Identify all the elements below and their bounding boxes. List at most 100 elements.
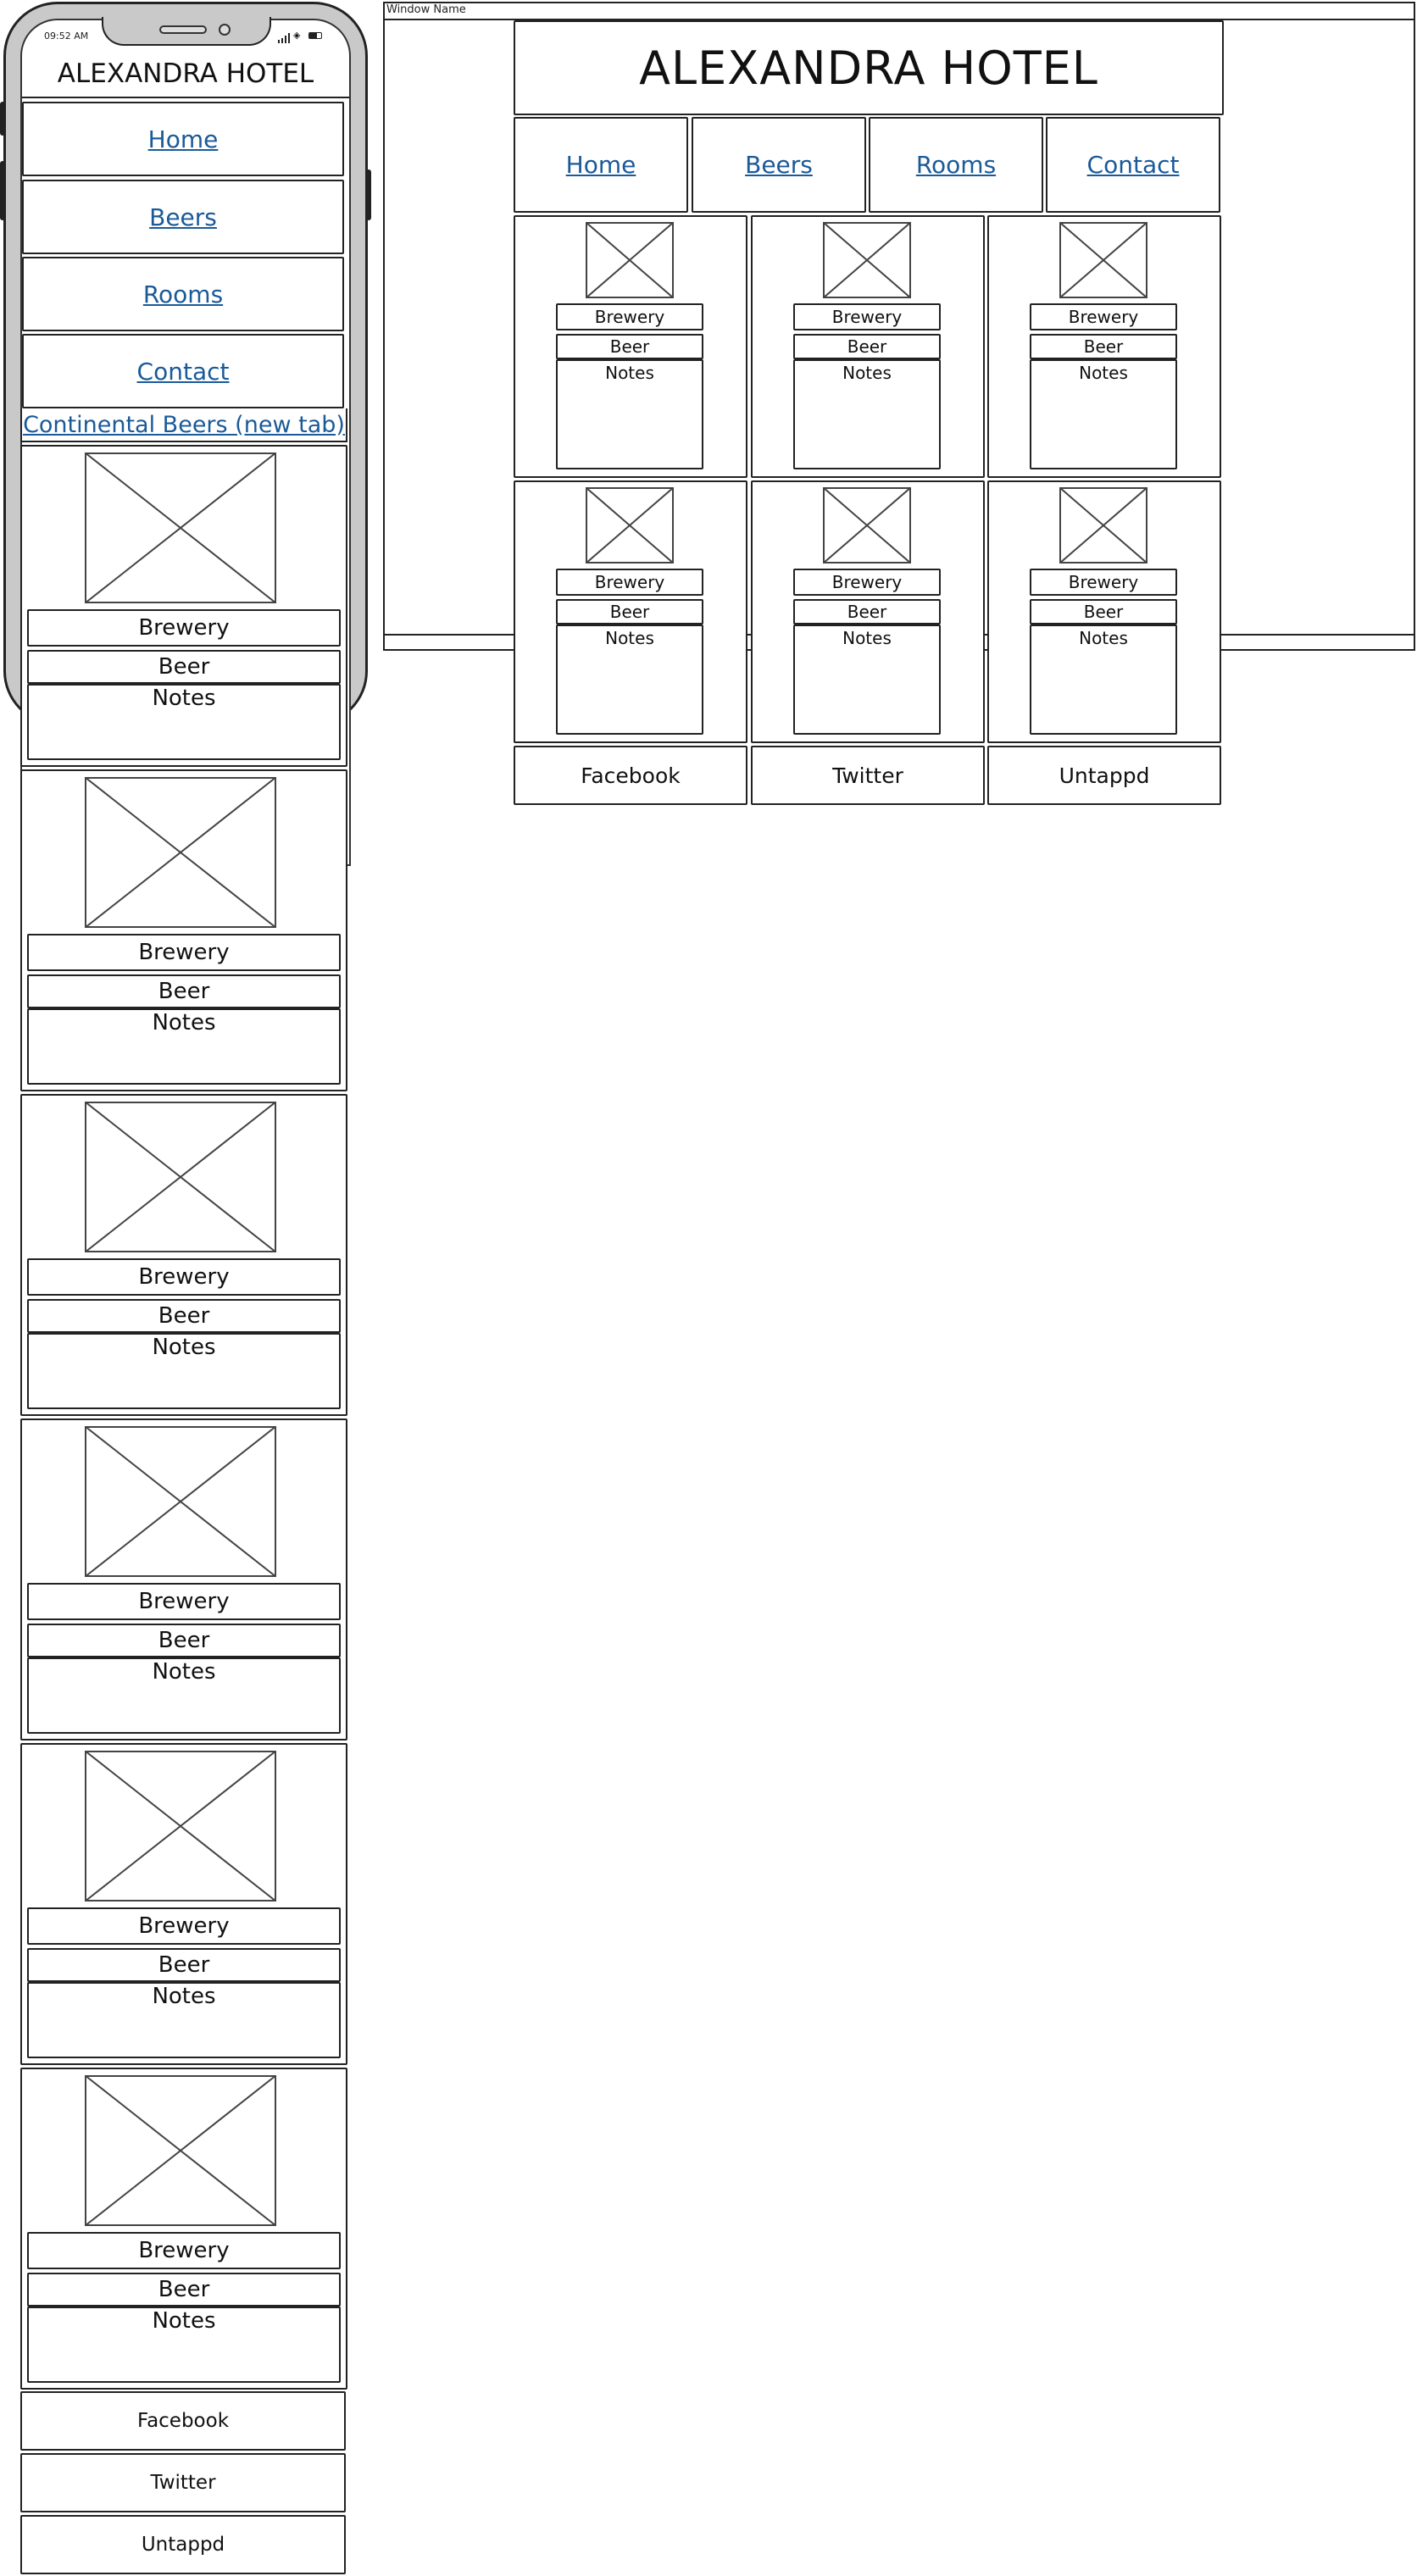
brewery-field: Brewery bbox=[27, 934, 341, 971]
notes-field: Notes bbox=[27, 1982, 341, 2058]
external-beers-link[interactable]: Continental Beers (new tab) bbox=[20, 408, 347, 442]
footer-untappd-link[interactable]: Untappd bbox=[20, 2515, 346, 2574]
nav-home[interactable]: Home bbox=[22, 102, 344, 176]
image-placeholder bbox=[1059, 486, 1148, 564]
image-placeholder-icon bbox=[84, 1425, 277, 1578]
notes-label: Notes bbox=[152, 1984, 216, 2009]
image-placeholder-icon bbox=[585, 221, 675, 299]
notes-label: Notes bbox=[152, 686, 216, 711]
desktop-footer-untappd-link[interactable]: Untappd bbox=[987, 746, 1221, 805]
phone-side-button bbox=[0, 161, 5, 220]
image-placeholder bbox=[84, 1101, 277, 1253]
notes-field: Notes bbox=[1030, 359, 1177, 469]
image-placeholder-icon bbox=[84, 452, 277, 604]
image-placeholder bbox=[84, 1425, 277, 1578]
wifi-icon: ◈ bbox=[293, 30, 301, 41]
brewery-field: Brewery bbox=[793, 303, 941, 330]
brewery-field: Brewery bbox=[27, 1907, 341, 1945]
notes-label: Notes bbox=[842, 363, 892, 383]
notes-field: Notes bbox=[27, 1333, 341, 1409]
beer-field: Beer bbox=[27, 1624, 341, 1657]
notes-field: Notes bbox=[556, 625, 703, 735]
nav-beers[interactable]: Beers bbox=[22, 180, 344, 254]
desktop-footer-facebook-link[interactable]: Facebook bbox=[514, 746, 747, 805]
notes-label: Notes bbox=[605, 363, 654, 383]
notes-label: Notes bbox=[605, 628, 654, 648]
beer-field: Beer bbox=[27, 2273, 341, 2307]
notes-label: Notes bbox=[152, 1659, 216, 1685]
beer-field: Beer bbox=[27, 650, 341, 684]
phone-speaker bbox=[159, 25, 207, 34]
image-placeholder bbox=[822, 486, 912, 564]
brewery-field: Brewery bbox=[27, 1583, 341, 1620]
nav-contact[interactable]: Contact bbox=[22, 334, 344, 408]
signal-icon bbox=[278, 31, 292, 43]
desktop-nav-home[interactable]: Home bbox=[514, 117, 688, 213]
image-placeholder bbox=[84, 776, 277, 929]
beer-field: Beer bbox=[556, 599, 703, 625]
image-placeholder-icon bbox=[84, 776, 277, 929]
beer-field: Beer bbox=[793, 334, 941, 359]
desktop-nav-beers[interactable]: Beers bbox=[692, 117, 866, 213]
image-placeholder bbox=[84, 2074, 277, 2227]
notes-field: Notes bbox=[27, 1008, 341, 1085]
desktop-footer-twitter-link[interactable]: Twitter bbox=[751, 746, 985, 805]
notes-field: Notes bbox=[27, 1657, 341, 1734]
window-title: Window Name bbox=[386, 3, 466, 16]
nav-rooms[interactable]: Rooms bbox=[22, 257, 344, 331]
image-placeholder-icon bbox=[585, 486, 675, 564]
beer-field: Beer bbox=[1030, 599, 1177, 625]
notes-field: Notes bbox=[793, 625, 941, 735]
brewery-field: Brewery bbox=[793, 569, 941, 596]
image-placeholder bbox=[1059, 221, 1148, 299]
image-placeholder-icon bbox=[822, 486, 912, 564]
desktop-nav-rooms[interactable]: Rooms bbox=[869, 117, 1043, 213]
brewery-field: Brewery bbox=[556, 569, 703, 596]
notes-field: Notes bbox=[27, 684, 341, 760]
image-placeholder-icon bbox=[84, 2074, 277, 2227]
site-title: ALEXANDRA HOTEL bbox=[22, 51, 349, 98]
phone-camera bbox=[219, 24, 231, 36]
footer-facebook-link[interactable]: Facebook bbox=[20, 2391, 346, 2451]
notes-field: Notes bbox=[1030, 625, 1177, 735]
phone-side-button bbox=[0, 102, 5, 136]
beer-field: Beer bbox=[27, 1299, 341, 1333]
beer-field: Beer bbox=[1030, 334, 1177, 359]
brewery-field: Brewery bbox=[1030, 569, 1177, 596]
image-placeholder-icon bbox=[822, 221, 912, 299]
notes-field: Notes bbox=[556, 359, 703, 469]
brewery-field: Brewery bbox=[27, 609, 341, 647]
notes-label: Notes bbox=[152, 1335, 216, 1360]
beer-field: Beer bbox=[27, 974, 341, 1008]
image-placeholder bbox=[84, 1750, 277, 1902]
beer-field: Beer bbox=[793, 599, 941, 625]
desktop-nav-contact[interactable]: Contact bbox=[1046, 117, 1220, 213]
notes-field: Notes bbox=[27, 2307, 341, 2383]
footer-twitter-link[interactable]: Twitter bbox=[20, 2453, 346, 2512]
beer-field: Beer bbox=[556, 334, 703, 359]
brewery-field: Brewery bbox=[27, 2232, 341, 2269]
phone-side-button bbox=[366, 169, 371, 220]
brewery-field: Brewery bbox=[556, 303, 703, 330]
beer-field: Beer bbox=[27, 1948, 341, 1982]
notes-field: Notes bbox=[793, 359, 941, 469]
notes-label: Notes bbox=[152, 2308, 216, 2334]
notes-label: Notes bbox=[842, 628, 892, 648]
image-placeholder bbox=[585, 221, 675, 299]
image-placeholder-icon bbox=[84, 1750, 277, 1902]
brewery-field: Brewery bbox=[27, 1258, 341, 1296]
image-placeholder bbox=[822, 221, 912, 299]
brewery-field: Brewery bbox=[1030, 303, 1177, 330]
battery-icon bbox=[308, 32, 322, 39]
status-time: 09:52 AM bbox=[44, 31, 89, 42]
